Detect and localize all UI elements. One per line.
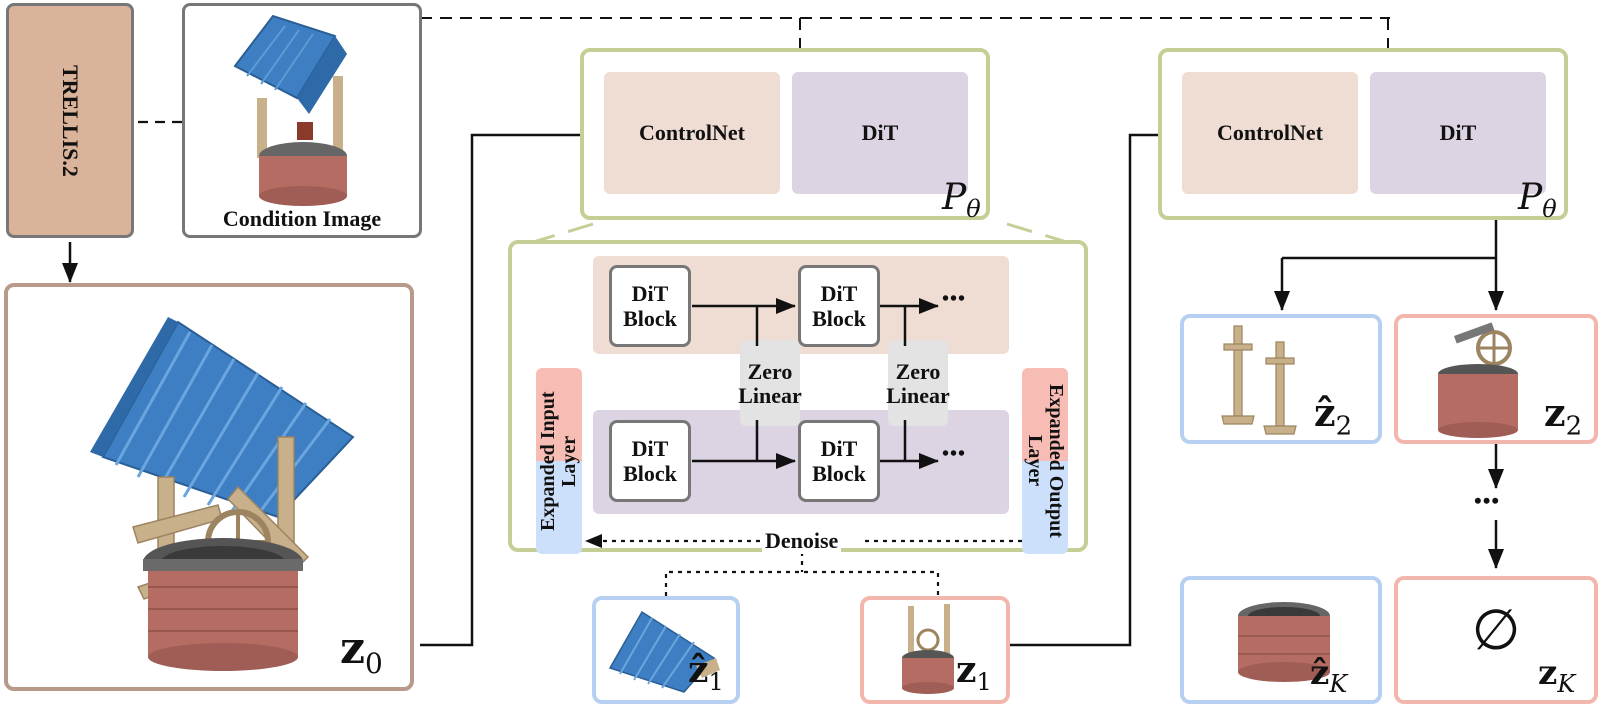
expanded-output-label: Expanded Output Layer xyxy=(1024,384,1067,538)
dit-block-top-2-label-a: DiT xyxy=(820,280,858,306)
dit-block-2: DiT xyxy=(1370,72,1546,194)
z1-sub: 1 xyxy=(976,668,992,697)
zero-linear-label-1: Zero Linear xyxy=(720,356,820,412)
zhat2-base: ẑ xyxy=(1314,390,1336,435)
dit-block-top-1-label-b: Block xyxy=(623,306,677,331)
zhat2-box: ẑ2 xyxy=(1180,314,1382,444)
expanded-output-layer: Expanded Output Layer xyxy=(1022,368,1068,554)
p-sub-1: θ xyxy=(966,195,981,224)
dit-block-bottom-1-label-b: Block xyxy=(623,461,677,486)
z1-base: z xyxy=(956,649,977,691)
zero-linear-label-2: Zero Linear xyxy=(868,356,968,412)
model-box-2: ControlNet DiT Pθ xyxy=(1158,48,1568,224)
z1-box: z1 xyxy=(860,596,1010,704)
dit-block-bottom-1-label-a: DiT xyxy=(631,435,669,461)
vertical-ellipsis: ••• xyxy=(1474,488,1501,513)
zhat1-base: ẑ xyxy=(688,649,709,691)
dit-label-2: DiT xyxy=(1439,120,1477,145)
well-without-roof-image xyxy=(902,604,954,694)
controlnet-block-2: ControlNet xyxy=(1182,72,1358,194)
zero-linear-1-b: Linear xyxy=(738,383,802,408)
dit-block-bottom-2-label-b: Block xyxy=(812,461,866,486)
arrow-z0-to-controlnet xyxy=(420,127,613,647)
controlnet-label-1: ControlNet xyxy=(639,120,745,145)
denoise-source-dotted xyxy=(664,552,940,596)
condition-image-box: Condition Image xyxy=(182,3,422,238)
z2-box: z2 xyxy=(1394,314,1598,444)
well-base-image xyxy=(1238,602,1330,682)
zK-sub: K xyxy=(1557,669,1576,698)
ellipsis-bottom: ••• xyxy=(942,443,967,465)
zhat2-sub: 2 xyxy=(1335,411,1353,442)
dit-block-top-1: DiT Block xyxy=(609,265,691,347)
p-sub-2: θ xyxy=(1542,195,1557,224)
dit-block-bottom-2-label-a: DiT xyxy=(820,435,858,461)
z2-sub: 2 xyxy=(1565,411,1583,442)
zK-base: z xyxy=(1538,653,1558,693)
zero-linear-2-a: Zero xyxy=(895,358,941,384)
condition-well-image xyxy=(233,14,347,206)
zhatK-label: ẑK xyxy=(1310,656,1347,696)
zhat1-label: ẑ1 xyxy=(688,652,724,694)
posts-part-image xyxy=(1221,325,1297,435)
zero-linear-box-1 xyxy=(740,340,800,426)
expanded-input-label: Expanded Input Layer xyxy=(537,391,580,531)
condition-caption: Condition Image xyxy=(222,206,382,231)
p-symbol-1: P xyxy=(942,177,967,218)
controlnet-block-1: ControlNet xyxy=(604,72,780,194)
dit-block-bottom-1: DiT Block xyxy=(609,420,691,502)
zhat1-sub: 1 xyxy=(708,668,724,697)
zhat1-box: ẑ1 xyxy=(592,596,740,704)
denoise-label: Denoise xyxy=(762,528,842,554)
p-symbol-2: P xyxy=(1518,177,1543,218)
zhatK-base: ẑ xyxy=(1310,653,1330,693)
empty-set-symbol: ∅ xyxy=(1471,597,1521,663)
controlnet-label-2: ControlNet xyxy=(1217,120,1323,145)
dit-block-top-2: DiT Block xyxy=(798,265,880,347)
zhatK-sub: K xyxy=(1329,669,1348,698)
ellipsis-top: ••• xyxy=(942,288,967,310)
expanded-input-layer: Expanded Input Layer xyxy=(536,368,582,554)
zero-linear-1-a: Zero xyxy=(747,358,793,384)
dit-block-top-2-label-b: Block xyxy=(812,306,866,331)
z1-label: z1 xyxy=(956,652,992,694)
zhat2-label: ẑ2 xyxy=(1314,394,1352,440)
p-theta-label-2: Pθ xyxy=(1518,177,1557,224)
z0-box: z0 xyxy=(4,283,414,691)
zK-label: zK xyxy=(1538,656,1575,696)
dit-label-1: DiT xyxy=(861,120,899,145)
trellis-label: TRELLIS.2 xyxy=(58,64,83,177)
zero-linear-2-b: Linear xyxy=(886,383,950,408)
dit-block-top-1-label-a: DiT xyxy=(631,280,669,306)
condition-dashed-link xyxy=(420,17,1390,48)
zK-box: ∅ zK xyxy=(1394,576,1598,704)
full-well-image xyxy=(90,317,355,671)
z2-label: z2 xyxy=(1544,394,1582,440)
z2-base: z xyxy=(1544,390,1566,435)
z0-sub: 0 xyxy=(365,646,383,680)
zero-linear-box-2 xyxy=(888,340,948,426)
well-with-wheel-image xyxy=(1438,322,1518,438)
z0-label: z0 xyxy=(340,627,383,678)
trellis-box: TRELLIS.2 xyxy=(6,3,134,238)
roof-part-image xyxy=(608,610,720,693)
model-box-1: ControlNet DiT Pθ xyxy=(580,48,990,224)
zhatK-box: ẑK xyxy=(1180,576,1382,704)
z0-base: z xyxy=(340,623,365,674)
dit-block-1: DiT xyxy=(792,72,968,194)
p-theta-label-1: Pθ xyxy=(942,177,981,224)
dit-block-bottom-2: DiT Block xyxy=(798,420,880,502)
